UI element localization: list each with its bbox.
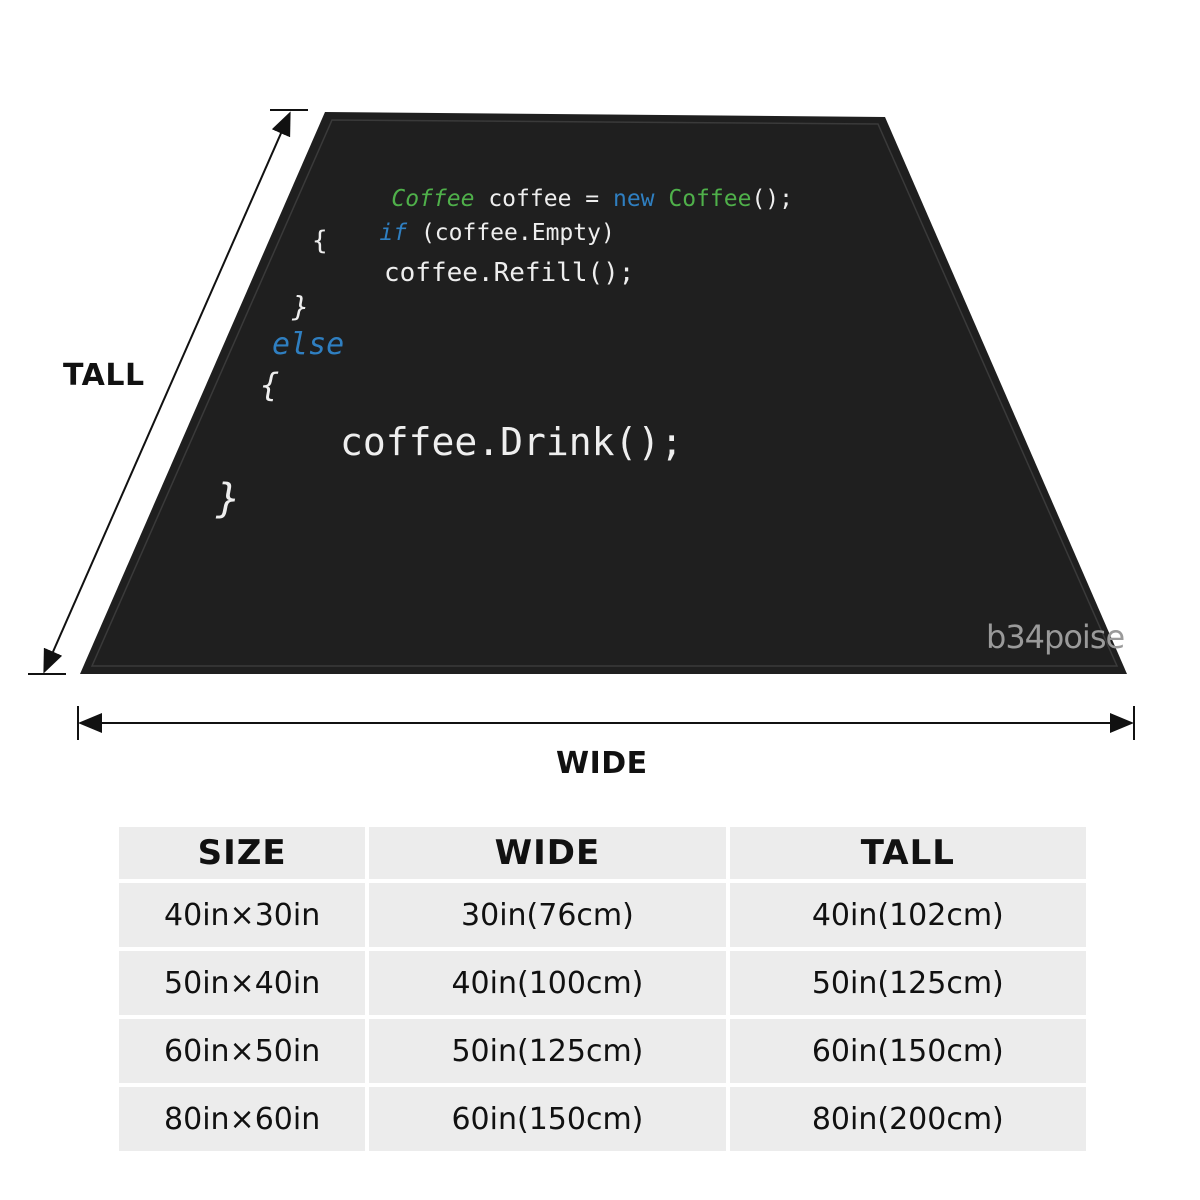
size-cell: 60in×50in <box>119 1019 366 1083</box>
size-cell: 80in×60in <box>119 1087 366 1151</box>
tall-arrow <box>43 111 291 674</box>
code-line-7: { <box>260 366 280 404</box>
size-table-header-row: SIZE WIDE TALL <box>119 827 1086 879</box>
wide-label: WIDE <box>556 746 648 781</box>
code-ctor: Coffee <box>654 186 752 212</box>
wide-cell: 30in(76cm) <box>369 883 726 947</box>
wide-cell: 50in(125cm) <box>369 1019 726 1083</box>
code-line-3: { <box>312 226 328 256</box>
header-tall: TALL <box>729 827 1086 879</box>
table-row: 40in×30in 30in(76cm) 40in(102cm) <box>119 883 1086 947</box>
code-line-5: } <box>292 290 309 323</box>
header-wide: WIDE <box>369 827 726 879</box>
tall-label: TALL <box>63 358 145 393</box>
code-line-1: Coffee coffee = new Coffee(); <box>336 160 793 238</box>
code-new-keyword: new <box>612 186 655 212</box>
tall-cell: 60in(150cm) <box>729 1019 1086 1083</box>
header-size: SIZE <box>119 827 366 879</box>
table-row: 60in×50in 50in(125cm) 60in(150cm) <box>119 1019 1086 1083</box>
wide-cell: 40in(100cm) <box>369 951 726 1015</box>
tall-cell: 50in(125cm) <box>729 951 1086 1015</box>
tall-cell: 40in(102cm) <box>729 883 1086 947</box>
size-table: SIZE WIDE TALL 40in×30in 30in(76cm) 40in… <box>115 823 1090 1155</box>
code-var: coffee = <box>474 186 613 212</box>
table-row: 50in×40in 40in(100cm) 50in(125cm) <box>119 951 1086 1015</box>
size-cell: 50in×40in <box>119 951 366 1015</box>
wide-cell: 60in(150cm) <box>369 1087 726 1151</box>
code-line-2: if (coffee.Empty) <box>324 194 615 272</box>
code-end: (); <box>751 186 793 212</box>
tall-cell: 80in(200cm) <box>729 1087 1086 1151</box>
code-type: Coffee <box>391 186 475 212</box>
code-line-4: coffee.Refill(); <box>384 258 635 288</box>
table-row: 80in×60in 60in(150cm) 80in(200cm) <box>119 1087 1086 1151</box>
code-line-8: coffee.Drink(); <box>340 420 684 464</box>
code-if-keyword: if <box>379 220 408 246</box>
watermark-clip: b34poise <box>986 618 1124 664</box>
code-if-condition: (coffee.Empty) <box>407 220 615 246</box>
code-line-9: } <box>216 476 241 522</box>
code-line-6: else <box>272 327 345 362</box>
size-cell: 40in×30in <box>119 883 366 947</box>
watermark: b34poise <box>986 618 1124 656</box>
blanket <box>80 112 1127 674</box>
